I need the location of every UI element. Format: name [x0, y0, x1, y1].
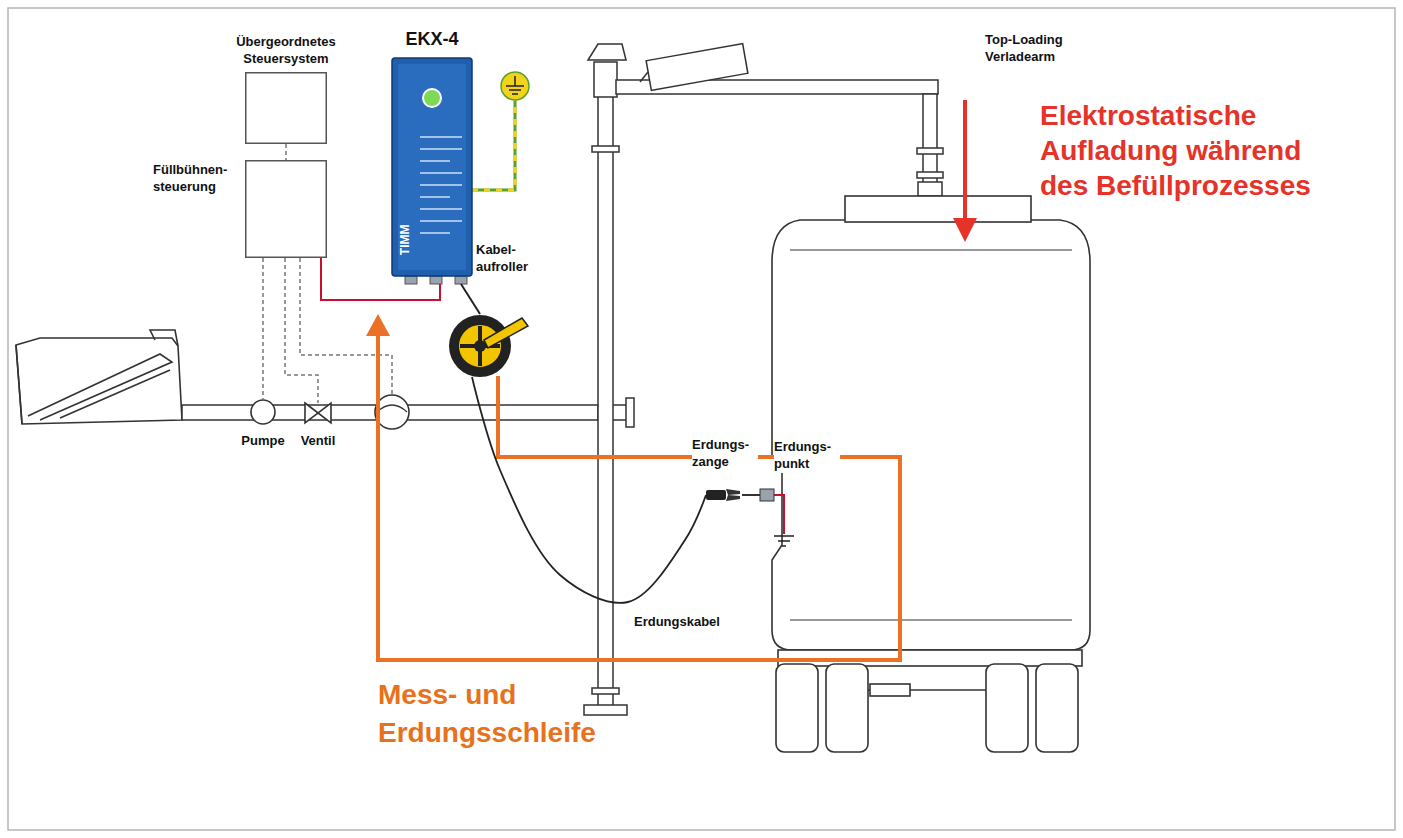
callout-text: Mess- und Erdungsschleife	[378, 676, 640, 752]
frame	[8, 8, 1395, 830]
reel-outline	[448, 314, 512, 378]
node-label: Füllbühnen- steuerung	[153, 162, 241, 196]
pump-outline	[250, 399, 276, 425]
point-symbol: Erdungs- punkt	[760, 489, 774, 501]
clamp-symbol: Erdungs- zange	[706, 487, 742, 503]
clamp-outline	[706, 487, 742, 503]
connector-line	[285, 144, 287, 160]
earth-connection	[774, 495, 794, 546]
valve-symbol: Ventil	[305, 403, 331, 423]
node-label: Pumpe	[228, 433, 298, 450]
valve-outline	[305, 403, 331, 423]
cable-gland	[405, 276, 467, 284]
storage-tank	[16, 330, 182, 424]
flow-meter	[375, 395, 409, 429]
point-outline	[760, 489, 774, 501]
connector-line	[461, 284, 480, 314]
control-box: Füllbühnen- steuerung	[245, 160, 327, 258]
node-label: Erdungs- punkt	[774, 439, 840, 473]
node-label: EKX-4	[382, 28, 482, 51]
connector-line	[262, 258, 264, 399]
earth-symbol	[472, 72, 529, 190]
reel-symbol: Kabel- aufroller	[448, 314, 512, 378]
node-label: Ventil	[283, 433, 353, 450]
callout-text: Elektrostatische Aufladung während des B…	[1040, 98, 1335, 203]
node-label: Übergeordnetes Steuersystem	[220, 34, 352, 68]
brand-logo: TIMM	[398, 220, 414, 260]
part-label: Top-Loading Verladearm	[985, 32, 1103, 66]
tank-truck	[772, 196, 1090, 752]
cable-label: Erdungskabel	[632, 614, 722, 629]
connector-line	[742, 494, 760, 496]
charge-arrow	[953, 100, 977, 242]
node-label: Erdungs- zange	[692, 437, 758, 471]
measurement-loop	[366, 314, 900, 660]
node-label: Kabel- aufroller	[476, 242, 548, 276]
box-outline	[245, 72, 327, 144]
connector-line	[285, 258, 318, 403]
earth-cable	[472, 377, 706, 603]
pump-symbol: Pumpe	[250, 399, 276, 425]
control-box: Übergeordnetes Steuersystem	[245, 72, 327, 144]
box-outline	[245, 160, 327, 258]
